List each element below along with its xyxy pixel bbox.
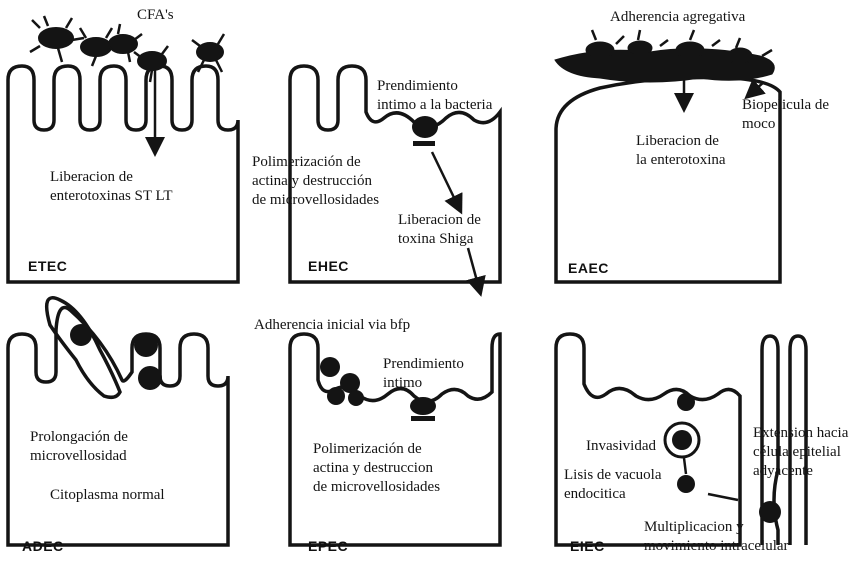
ehec-code: EHEC: [308, 258, 349, 274]
ehec-toxin-label: Liberacion de toxina Shiga: [398, 211, 481, 249]
adec-cell-outline: [8, 308, 228, 546]
ehec-actin-label: Polimerización de actina y destrucción d…: [252, 153, 379, 210]
etec-cfa-label: CFA's: [137, 6, 174, 25]
ehec-toxin-exit-arrow: [468, 248, 480, 292]
eaec-release-label: Liberacion de la enterotoxina: [636, 132, 726, 170]
adec-cell: [8, 298, 228, 545]
eiec-vacuole-bacterium: [672, 430, 692, 450]
eaec-biofilm-label: Biopelicula de moco: [742, 96, 829, 134]
ehec-attached-bacterium: [412, 116, 438, 138]
ehec-attachment-label: Prendimiento intimo a la bacteria: [377, 77, 492, 115]
epec-initial-adherence-label: Adherencia inicial via bfp: [254, 316, 410, 335]
etec-release-label: Liberacion de enterotoxinas ST LT: [50, 168, 173, 206]
eiec-lysis-label: Lisis de vacuola endocitica: [564, 466, 661, 504]
adec-bacterium-1: [70, 324, 92, 346]
ehec-pedestal: [413, 141, 435, 146]
eiec-movement-dash: [708, 494, 738, 500]
eaec-adherence-label: Adherencia agregativa: [610, 8, 745, 27]
eiec-multiplication-label: Multiplicacion y movimiento intracelular: [644, 518, 789, 556]
adec-code: ADEC: [22, 538, 64, 554]
adec-bacterium-2: [134, 333, 158, 357]
adec-prolongation-label: Prolongación de microvellosidad: [30, 428, 128, 466]
epec-actin-label: Polimerización de actina y destruccion d…: [313, 440, 440, 497]
eiec-lysis-arrow: [684, 458, 686, 474]
epec-pedestal: [411, 416, 435, 421]
adec-cytoplasm-label: Citoplasma normal: [50, 486, 165, 505]
eaec-aggregative-mass: [555, 30, 774, 82]
eaec-code: EAEC: [568, 260, 609, 276]
adec-bacterium-3: [138, 366, 162, 390]
etec-code: ETEC: [28, 258, 67, 274]
epec-code: EPEC: [308, 538, 348, 554]
eiec-invasion-label: Invasividad: [586, 437, 656, 456]
eiec-lysed-bacterium: [677, 475, 695, 493]
eaec-biofilm-arrow: [748, 82, 764, 96]
eiec-code: EIEC: [570, 538, 605, 554]
epec-attachment-label: Prendimiento intimo: [383, 355, 464, 393]
eiec-spread-label: Extension hacia célula epitelial adyacen…: [753, 424, 848, 481]
ehec-toxin-arrow: [432, 152, 460, 210]
eiec-entering-bacterium: [677, 393, 695, 411]
